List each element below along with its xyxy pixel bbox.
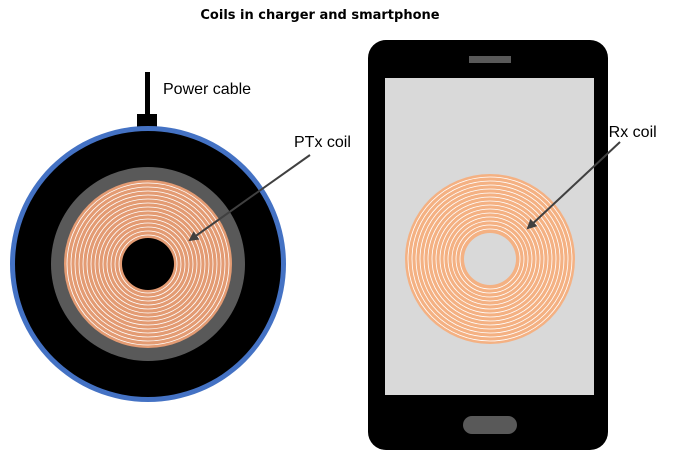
ptx-coil-winding (94, 210, 202, 318)
ptx-coil-winding (86, 202, 210, 326)
ptx-coil-winding (70, 186, 226, 342)
prx-coil-winding (447, 216, 533, 302)
smartphone (368, 40, 608, 450)
prx-coil-winding (419, 188, 561, 330)
ptx-coil-winding (82, 198, 214, 330)
ptx-coil-winding (78, 194, 218, 334)
prx-coil-winding (415, 184, 565, 334)
prx-coil-center (464, 233, 516, 285)
prx-coil-winding (459, 228, 521, 290)
diagram-title: Coils in charger and smartphone (200, 8, 440, 23)
ptx-coil-winding (74, 190, 222, 338)
ptx-coil-winding (118, 234, 178, 294)
prx-coil-arrow (526, 141, 621, 230)
prx-coil-winding (443, 212, 537, 306)
prx-coil-winding (427, 196, 553, 322)
prx-coil-winding (411, 180, 569, 338)
prx-coil-winding (423, 192, 557, 326)
power-cable-label: Power cable (163, 81, 251, 98)
prx-coil-winding (439, 208, 541, 310)
power-cable (145, 72, 150, 118)
ptx-coil-winding (66, 182, 230, 346)
ptx-coil-winding (110, 226, 186, 302)
cable-connector (137, 114, 157, 130)
ptx-coil-winding (102, 218, 194, 310)
charger (10, 72, 286, 402)
ptx-coil-winding (106, 222, 190, 306)
ptx-coil-winding (90, 206, 206, 322)
ptx-coil-winding (114, 230, 182, 298)
prx-coil-winding (451, 220, 529, 298)
ptx-coil-winding (98, 214, 198, 314)
ptx-coil-label: PTx coil (294, 134, 351, 151)
prx-coil-winding (435, 204, 545, 314)
charger-center-hole (122, 238, 174, 290)
phone-speaker (469, 56, 511, 63)
prx-coil-winding (407, 176, 573, 342)
prx-coil-winding (431, 200, 549, 318)
phone-home-button (463, 416, 517, 434)
prx-coil-label: PRx coil (598, 124, 657, 141)
prx-coil-winding (455, 224, 525, 294)
ptx-coil-arrow (188, 154, 311, 242)
